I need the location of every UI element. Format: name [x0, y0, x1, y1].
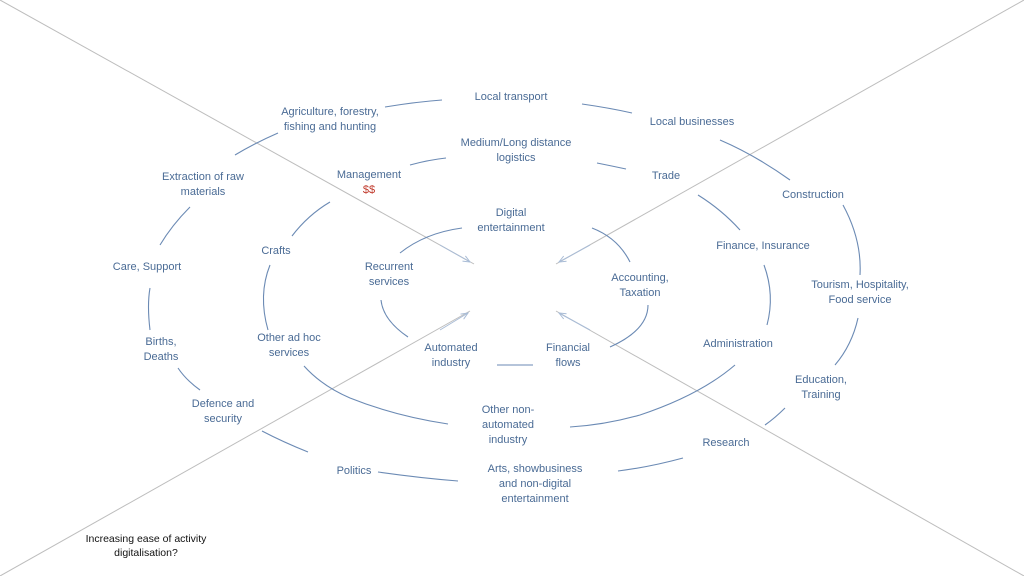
diagonal-line-top-right — [555, 0, 1024, 265]
middle-label-trade: Trade — [651, 170, 681, 182]
outer-label-agriculture: Agriculture, forestry, fishing and hunti… — [281, 106, 379, 133]
outer-ring-arcs — [147, 99, 861, 482]
outer-label-local-transport: Local transport — [474, 91, 548, 103]
outer-label-births-deaths: Births, Deaths — [143, 336, 179, 363]
outer-label-research: Research — [702, 437, 750, 449]
digitalisation-question: Increasing ease of activity digitalisati… — [85, 533, 207, 559]
middle-label-crafts: Crafts — [261, 245, 291, 257]
arrow-bottom-right — [559, 313, 591, 331]
inner-label-accounting: Accounting, Taxation — [611, 272, 669, 299]
inner-label-automated-industry: Automated industry — [424, 342, 478, 369]
outer-label-defence: Defence and security — [191, 398, 255, 425]
arrow-bottom-left — [439, 313, 468, 331]
management-cost-badge: $$ — [362, 184, 376, 196]
middle-label-administration: Administration — [703, 338, 773, 350]
middle-label-other-ad-hoc: Other ad hoc services — [257, 332, 321, 359]
middle-label-other-non-automated: Other non- automated industry — [481, 404, 535, 446]
inner-ring-arcs — [380, 227, 649, 366]
diagonal-line-bottom-right — [555, 310, 1024, 576]
middle-label-management: Management — [336, 169, 402, 181]
arrow-top-right — [559, 244, 591, 262]
outer-label-construction: Construction — [782, 189, 844, 201]
inner-label-recurrent-services: Recurrent services — [364, 261, 414, 288]
arrow-top-left — [439, 244, 470, 262]
diagonal-line-top-left — [0, 0, 475, 265]
inner-label-digital-entertainment: Digital entertainment — [477, 207, 545, 234]
outer-label-care-support: Care, Support — [112, 261, 182, 273]
outer-label-extraction: Extraction of raw materials — [162, 171, 244, 198]
middle-label-logistics: Medium/Long distance logistics — [460, 137, 572, 164]
outer-label-tourism: Tourism, Hospitality, Food service — [811, 279, 909, 306]
outer-label-education: Education, Training — [795, 374, 847, 401]
outer-label-local-businesses: Local businesses — [649, 116, 735, 128]
middle-label-finance-insurance: Finance, Insurance — [716, 240, 810, 252]
inner-label-financial-flows: Financial flows — [545, 342, 591, 369]
diagonal-line-bottom-left — [0, 310, 471, 576]
outer-label-politics: Politics — [336, 465, 372, 477]
outer-label-arts: Arts, showbusiness and non-digital enter… — [487, 463, 583, 505]
middle-ring-arcs — [262, 157, 771, 428]
